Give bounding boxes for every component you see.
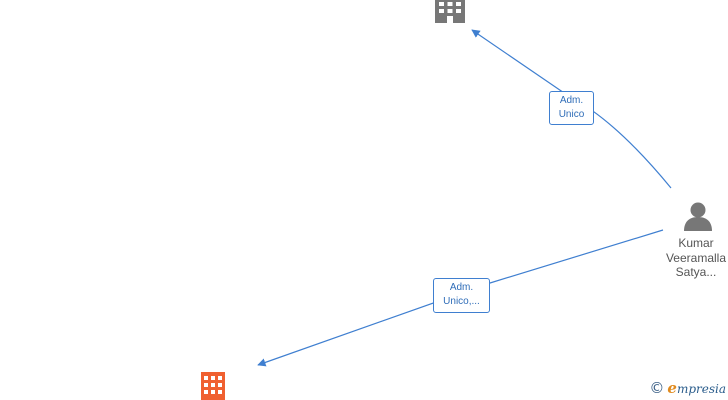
building-icon[interactable] (201, 372, 225, 400)
edge-label-bottom[interactable]: Adm. Unico,... (433, 278, 490, 313)
person-label[interactable]: Kumar Veeramalla Satya... (654, 236, 728, 280)
edge-label-top[interactable]: Adm. Unico (549, 91, 594, 125)
person-label-line: Satya... (675, 265, 717, 279)
person-label-line: Kumar (678, 236, 714, 250)
person-label-line: Veeramalla (665, 250, 727, 265)
edge-label-line: Adm. (449, 282, 474, 293)
empresia-logo: © empresia (649, 379, 726, 397)
building-icon[interactable] (435, 0, 465, 23)
brand-name: empresia (667, 379, 726, 397)
copyright-icon: © (649, 379, 665, 397)
person-icon[interactable] (684, 202, 712, 232)
edge-label-line: Unico (558, 109, 585, 120)
edge-person-to-company-bottom (257, 229, 664, 367)
edge-label-line: Adm. (559, 95, 584, 106)
edge-label-line: Unico,... (443, 296, 480, 307)
